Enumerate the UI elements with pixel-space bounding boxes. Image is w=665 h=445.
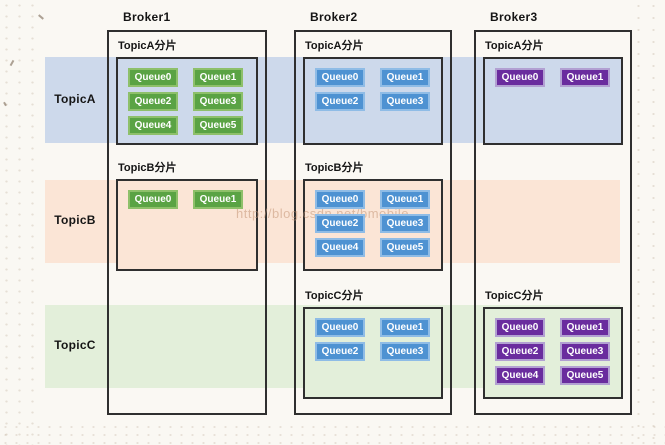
- queue-grid: Queue0 Queue1 Queue2 Queue3 Queue4 Queue…: [128, 68, 243, 135]
- queue-chip: Queue1: [380, 190, 430, 209]
- broker2-topic-b-shard: TopicB分片 Queue0 Queue1 Queue2 Queue3 Que…: [303, 160, 443, 271]
- broker1-topic-b-shard-box: Queue0 Queue1: [116, 179, 258, 271]
- queue-grid: Queue0 Queue1 Queue2 Queue3: [315, 68, 430, 111]
- queue-chip: Queue0: [128, 190, 178, 209]
- queue-chip: Queue2: [315, 92, 365, 111]
- broker2-title: Broker2: [310, 10, 358, 24]
- broker3-topic-a-shard: TopicA分片 Queue0 Queue1: [483, 38, 623, 145]
- paper-noise-left: [0, 0, 42, 445]
- broker1-title: Broker1: [123, 10, 171, 24]
- queue-chip: Queue2: [128, 92, 178, 111]
- queue-grid: Queue0 Queue1 Queue2 Queue3 Queue4 Queue…: [495, 318, 610, 385]
- queue-grid: Queue0 Queue1 Queue2 Queue3 Queue4 Queue…: [315, 190, 430, 257]
- queue-chip: Queue2: [315, 342, 365, 361]
- queue-grid: Queue0 Queue1: [495, 68, 610, 87]
- queue-chip: Queue1: [193, 190, 243, 209]
- queue-chip: Queue3: [380, 92, 430, 111]
- queue-chip: Queue1: [560, 68, 610, 87]
- broker2-topic-c-shard-box: Queue0 Queue1 Queue2 Queue3: [303, 307, 443, 399]
- queue-grid: Queue0 Queue1: [128, 190, 243, 209]
- paper-speck: [9, 59, 15, 67]
- broker3-topic-c-shard-box: Queue0 Queue1 Queue2 Queue3 Queue4 Queue…: [483, 307, 623, 399]
- queue-chip: Queue4: [315, 238, 365, 257]
- topic-b-label: TopicB: [54, 213, 96, 227]
- queue-chip: Queue3: [193, 92, 243, 111]
- queue-chip: Queue0: [495, 68, 545, 87]
- paper-speck: [38, 14, 44, 20]
- broker2-topic-b-shard-box: Queue0 Queue1 Queue2 Queue3 Queue4 Queue…: [303, 179, 443, 271]
- queue-chip: Queue1: [380, 318, 430, 337]
- paper-noise-right: [631, 0, 665, 445]
- queue-chip: Queue0: [495, 318, 545, 337]
- queue-chip: Queue0: [315, 318, 365, 337]
- queue-chip: Queue1: [380, 68, 430, 87]
- broker3-topic-c-shard: TopicC分片 Queue0 Queue1 Queue2 Queue3 Que…: [483, 288, 623, 399]
- topic-c-label: TopicC: [54, 338, 96, 352]
- queue-chip: Queue0: [315, 190, 365, 209]
- watermark: http://blog.csdn.net/bmobile: [236, 206, 409, 221]
- broker3-box: Broker3 TopicA分片 Queue0 Queue1 TopicC分片 …: [474, 10, 632, 415]
- broker2-topic-c-shard-label: TopicC分片: [305, 290, 364, 302]
- queue-chip: Queue4: [495, 366, 545, 385]
- broker2-topic-a-shard: TopicA分片 Queue0 Queue1 Queue2 Queue3: [303, 38, 443, 145]
- topic-a-label: TopicA: [54, 92, 96, 106]
- queue-chip: Queue3: [380, 342, 430, 361]
- broker3-topic-a-shard-label: TopicA分片: [485, 40, 544, 52]
- broker3-title: Broker3: [490, 10, 538, 24]
- broker2-topic-a-shard-box: Queue0 Queue1 Queue2 Queue3: [303, 57, 443, 145]
- broker1-topic-a-shard: TopicA分片 Queue0 Queue1 Queue2 Queue3 Que…: [116, 38, 258, 145]
- broker1-topic-a-shard-label: TopicA分片: [118, 40, 177, 52]
- broker2-topic-b-shard-label: TopicB分片: [305, 162, 364, 174]
- queue-chip: Queue5: [193, 116, 243, 135]
- queue-chip: Queue2: [315, 214, 365, 233]
- broker2-topic-c-shard: TopicC分片 Queue0 Queue1 Queue2 Queue3: [303, 288, 443, 399]
- broker1-topic-b-shard-label: TopicB分片: [118, 162, 177, 174]
- queue-chip: Queue0: [128, 68, 178, 87]
- queue-chip: Queue1: [193, 68, 243, 87]
- queue-chip: Queue0: [315, 68, 365, 87]
- queue-chip: Queue3: [560, 342, 610, 361]
- broker2-topic-a-shard-label: TopicA分片: [305, 40, 364, 52]
- queue-chip: Queue1: [560, 318, 610, 337]
- broker2-box: Broker2 TopicA分片 Queue0 Queue1 Queue2 Qu…: [294, 10, 452, 415]
- paper-noise-bottom: [0, 423, 665, 445]
- broker1-box: Broker1 TopicA分片 Queue0 Queue1 Queue2 Qu…: [107, 10, 267, 415]
- paper-speck: [3, 101, 7, 107]
- broker3-topic-a-shard-box: Queue0 Queue1: [483, 57, 623, 145]
- queue-chip: Queue3: [380, 214, 430, 233]
- broker3-topic-c-shard-label: TopicC分片: [485, 290, 544, 302]
- queue-chip: Queue4: [128, 116, 178, 135]
- broker1-topic-b-shard: TopicB分片 Queue0 Queue1: [116, 160, 258, 271]
- queue-grid: Queue0 Queue1 Queue2 Queue3: [315, 318, 430, 361]
- queue-chip: Queue5: [380, 238, 430, 257]
- broker1-topic-a-shard-box: Queue0 Queue1 Queue2 Queue3 Queue4 Queue…: [116, 57, 258, 145]
- queue-chip: Queue2: [495, 342, 545, 361]
- queue-chip: Queue5: [560, 366, 610, 385]
